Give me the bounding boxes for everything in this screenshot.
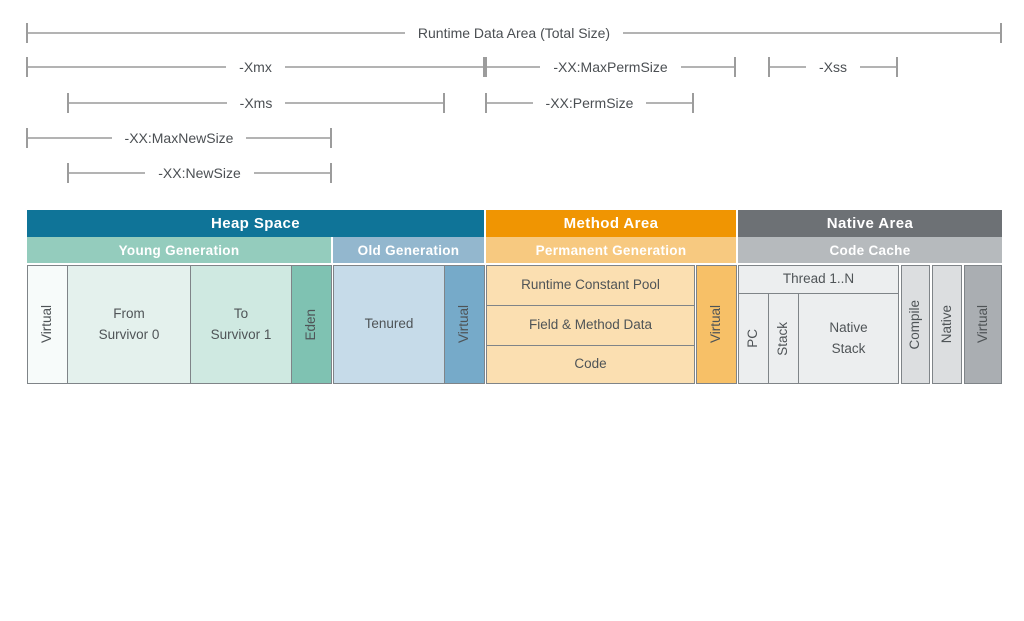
measure-line [623,32,1001,34]
cell-label: Native [938,305,954,344]
measure-tick [330,128,333,148]
measure-tick [67,163,69,183]
cell-pc: PC [738,293,769,384]
band-label: Code Cache [829,242,911,258]
band-label: Young Generation [118,242,240,258]
measure-line [770,66,806,68]
measure-xms: -Xms [67,93,446,113]
measure-line [487,102,533,104]
cell-label: PC [745,329,761,348]
cell-label: From Survivor 0 [98,306,160,342]
measure-tick [485,93,487,113]
band-label: Old Generation [357,242,460,258]
cell-native-stack: Native Stack [798,293,899,384]
measure-line [860,66,896,68]
cell-native: Native [932,265,962,384]
cell-label: Stack [775,321,791,356]
cell-label: Virtual [708,305,724,344]
band-young-generation: Young Generation [27,237,331,263]
measure-label: -XX:NewSize [158,165,241,181]
cell-heap-virtual: Virtual [27,265,68,384]
area-header-heap-space: Heap Space [27,210,484,237]
measure-newsize: -XX:NewSize [67,163,332,183]
band-old-generation: Old Generation [333,237,484,263]
cell-label: Thread 1..N [782,271,855,287]
cell-compile: Compile [901,265,930,384]
measure-line [487,66,541,68]
measure-line [28,32,405,34]
cell-runtime-constant-pool: Runtime Constant Pool [486,265,695,306]
measure-tick [692,93,695,113]
measure-runtime-data-area: Runtime Data Area (Total Size) [26,23,1003,43]
measure-label: -XX:MaxNewSize [124,130,234,146]
measure-line [69,172,146,174]
measure-tick [26,23,28,43]
cell-label: Runtime Constant Pool [521,277,660,293]
area-header-method-area: Method Area [486,210,736,237]
measure-line [253,172,330,174]
measure-label: Runtime Data Area (Total Size) [417,25,611,41]
measure-xss: -Xss [768,57,898,77]
measure-maxpermsize: -XX:MaxPermSize [485,57,737,77]
measure-tick [443,93,446,113]
cell-label: To Survivor 1 [210,306,272,342]
measure-tick [768,57,770,77]
measure-line [246,137,331,139]
cell-label: Virtual [974,305,990,344]
measure-line [646,102,693,104]
measure-tick [483,57,486,77]
measure-tick [67,93,69,113]
cell-stack: Stack [768,293,799,384]
cell-label: Compile [907,299,923,350]
measure-tick [896,57,898,77]
area-header-label: Native Area [826,215,914,232]
measure-line [28,66,227,68]
cell-eden: Eden [291,265,332,384]
cell-label: Code [574,356,607,372]
cell-label: Eden [303,308,319,341]
area-header-label: Heap Space [210,215,301,232]
measure-line [28,137,112,139]
cell-label: Field & Method Data [528,317,653,333]
cell-field-method-data: Field & Method Data [486,305,695,346]
cell-label: Virtual [456,305,472,344]
measure-tick [330,163,332,183]
measure-label: -Xmx [239,59,272,75]
measure-label: -Xms [239,95,273,111]
measure-permsize: -XX:PermSize [485,93,695,113]
measure-tick [1000,23,1003,43]
band-permanent-generation: Permanent Generation [486,237,736,263]
measure-tick [485,57,487,77]
cell-to-survivor-1: To Survivor 1 [190,265,292,384]
measure-line [69,102,227,104]
cell-label: Virtual [39,305,55,344]
band-code-cache: Code Cache [738,237,1002,263]
band-label: Permanent Generation [535,242,687,258]
cell-label: Tenured [364,316,414,332]
cell-from-survivor-0: From Survivor 0 [67,265,191,384]
measure-line [680,66,735,68]
measure-label: -Xss [819,59,847,75]
cell-code: Code [486,345,695,384]
measure-label: -XX:MaxPermSize [553,59,668,75]
measure-tick [734,57,737,77]
measure-tick [26,57,28,77]
cell-old-virtual: Virtual [444,265,485,384]
cell-tenured: Tenured [333,265,445,384]
area-header-native-area: Native Area [738,210,1002,237]
measure-line [285,102,444,104]
measure-maxnewsize: -XX:MaxNewSize [26,128,333,148]
measure-line [284,66,484,68]
measure-label: -XX:PermSize [545,95,634,111]
area-header-label: Method Area [563,215,659,232]
measure-xmx: -Xmx [26,57,486,77]
cell-label: Native Stack [829,320,868,356]
cell-native-virtual: Virtual [964,265,1002,384]
cell-thread-1-n: Thread 1..N [738,265,899,294]
measure-tick [26,128,28,148]
cell-perm-virtual: Virtual [696,265,737,384]
